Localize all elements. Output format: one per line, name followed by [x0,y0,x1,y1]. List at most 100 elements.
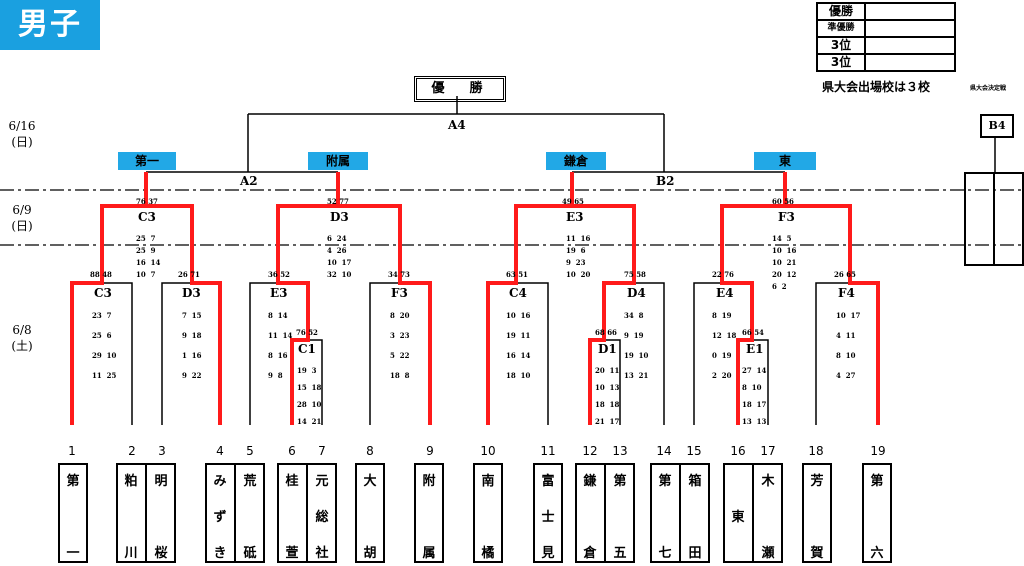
team-name-char: 社 [315,546,329,561]
round-label-first: C4 [509,286,527,300]
set-scores: 6 24 4 26 10 17 32 10 [327,234,352,279]
round-label-quarter: D3 [330,210,349,224]
round-label-first: C3 [94,286,112,300]
set-scores: 7 15 9 18 1 16 9 22 [182,311,202,380]
team-name-char: 芳 [810,474,824,489]
team-number: 10 [480,444,496,458]
rank-value [864,53,956,72]
team-name-char: 大 [363,474,377,489]
match-score: 63 51 [506,270,528,279]
team-name-char: 粕 [124,474,138,489]
match-score: 76 52 [296,328,318,337]
team-name-char: 田 [688,546,702,561]
match-score: 88 48 [90,270,112,279]
team-name-char: 木 [761,474,775,489]
match-score: 76 37 [136,197,158,206]
match-score: 68 66 [595,328,617,337]
block-winner-label: 東 [754,152,816,170]
team-name-char: 第 [870,474,884,489]
team-number: 11 [540,444,556,458]
team-number: 16 [730,444,746,458]
b4-label: B4 [980,114,1014,138]
round-label-prelim: D1 [598,342,617,356]
team-number: 6 [288,444,296,458]
team-name-char: 南 [481,474,495,489]
date-label: 6/16(日) [8,119,36,149]
team-name-char: 一 [66,546,80,561]
team-name-char: 砥 [243,546,257,561]
team-name-char: 東 [731,510,745,525]
team-name-char: 六 [870,546,884,561]
team-number: 4 [216,444,224,458]
round-label-first: D4 [627,286,646,300]
team-box-divider [234,463,236,563]
round-label-quarter: E3 [566,210,584,224]
team-name-char: 七 [658,546,672,561]
team-name-char: 川 [124,546,138,561]
match-score: 75 58 [624,270,646,279]
team-name-char: 鎌 [583,474,597,489]
set-scores: 27 14 8 10 18 17 13 13 [742,366,767,426]
set-scores: 19 3 15 18 28 10 14 21 [297,366,322,426]
set-scores: 8 20 3 23 5 22 18 8 [390,311,410,380]
team-number: 14 [656,444,672,458]
team-number: 19 [870,444,886,458]
team-name-char: 箱 [688,474,702,489]
match-score: 34 73 [388,270,410,279]
team-box-divider [145,463,147,563]
match-score: 26 65 [834,270,856,279]
b4-match-box [964,172,1024,266]
team-name-box [355,463,385,563]
match-score: 49 65 [562,197,584,206]
team-name-char: 総 [315,510,329,525]
team-number: 12 [582,444,598,458]
set-scores: 10 17 4 11 8 10 4 27 [836,311,861,380]
team-name-char: 富 [541,474,555,489]
match-score: 66 54 [742,328,764,337]
set-scores: 14 5 10 16 10 21 20 12 6 2 [772,234,797,291]
team-number: 13 [612,444,628,458]
round-label-first: F3 [391,286,408,300]
block-winner-label: 附属 [308,152,368,170]
rank-label: 3位 [816,36,866,55]
team-name-char: 荒 [243,474,257,489]
round-label-final: A4 [448,118,466,132]
set-scores: 8 14 11 14 8 16 9 8 [268,311,293,380]
team-name-char: 桜 [154,546,168,561]
date-label: 6/8(土) [11,323,33,353]
team-number: 1 [68,444,76,458]
round-label-first: F4 [838,286,855,300]
team-number: 3 [158,444,166,458]
team-name-char: 明 [154,474,168,489]
rank-value [864,2,956,21]
team-box-divider [306,463,308,563]
team-name-char: 賀 [810,546,824,561]
round-label-first: D3 [182,286,201,300]
champion-label: 優 勝 [414,76,506,102]
team-number: 2 [128,444,136,458]
match-score: 26 71 [178,270,200,279]
round-label-semi: A2 [240,174,258,188]
team-number: 7 [318,444,326,458]
team-name-char: み [213,474,227,489]
team-name-box [473,463,503,563]
qualification-note: 県大会出場校は３校 [822,80,931,94]
set-scores: 11 16 19 6 9 23 10 20 [566,234,591,279]
block-winner-label: 鎌倉 [546,152,606,170]
round-label-first: E3 [270,286,288,300]
round-label-prelim: E1 [746,342,764,356]
rank-label: 準優勝 [816,19,866,38]
team-name-box [802,463,832,563]
team-name-char: 属 [422,546,436,561]
set-scores: 25 7 25 9 16 14 10 7 [136,234,161,279]
date-label: 6/9(日) [11,203,33,233]
team-name-box [862,463,892,563]
team-number: 15 [686,444,702,458]
rank-label: 優勝 [816,2,866,21]
team-name-char: 胡 [363,546,377,561]
team-number: 5 [246,444,254,458]
team-name-box [58,463,88,563]
team-name-char: 瀬 [761,546,775,561]
team-name-char: ず [213,510,227,525]
